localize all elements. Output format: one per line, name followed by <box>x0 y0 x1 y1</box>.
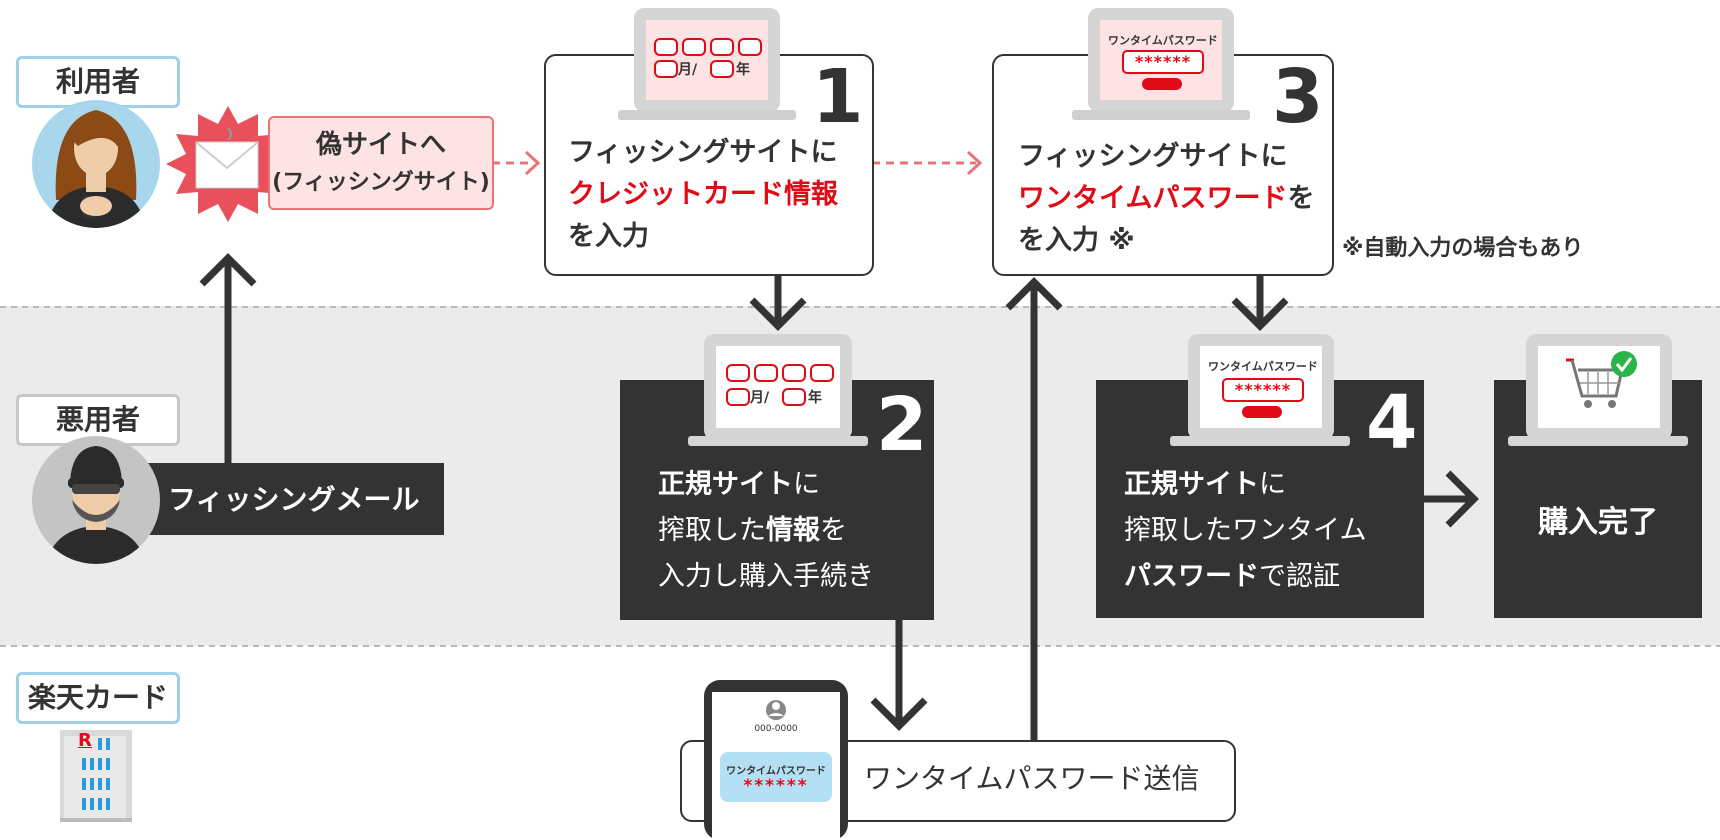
step1-number: 1 <box>812 54 864 140</box>
auto-input-note: ※自動入力の場合もあり <box>1342 236 1584 261</box>
fake-site-line1: 偽サイトへ <box>315 130 446 160</box>
step2-line1: 正規サイトに <box>658 469 820 500</box>
step3-line1: フィッシングサイトに <box>1018 141 1288 172</box>
arrowhead-step2-down <box>870 697 928 731</box>
step4-line2: 搾取したワンタイム <box>1124 515 1367 546</box>
arrowhead-step3-down <box>1231 297 1289 331</box>
arrowhead-fake-to-step1 <box>524 150 541 176</box>
role-label-card: 楽天カード <box>16 672 180 724</box>
phishing-mail-label: フィッシングメール <box>168 483 420 516</box>
step2-line2: 搾取した情報を <box>658 515 847 546</box>
otp-send-label: ワンタイムパスワード送信 <box>864 762 1200 795</box>
arrowhead-otp-up <box>1005 277 1063 311</box>
sms-label: ワンタイムパスワード <box>726 766 826 777</box>
arrowhead-step1-down <box>749 297 807 331</box>
step2-line3: 入力し購入手続き <box>658 561 874 592</box>
step2-number: 2 <box>876 382 928 468</box>
sms-stars: ****** <box>743 776 809 796</box>
step4-line3: パスワードで認証 <box>1124 561 1340 592</box>
step3-number: 3 <box>1272 54 1324 140</box>
step1-laptop-base <box>618 110 796 120</box>
fake-site-box <box>268 116 494 210</box>
rakuten-logo-r: R <box>78 730 92 751</box>
step1-line3: を入力 <box>568 221 649 252</box>
phone-number-text: 000-0000 <box>754 724 798 734</box>
purchase-laptop-base <box>1508 436 1688 446</box>
purchase-complete-label: 購入完了 <box>1538 505 1658 540</box>
step4-number: 4 <box>1366 380 1418 466</box>
sms-bubble <box>720 752 832 802</box>
fake-site-line2: (フィッシングサイト) <box>272 170 490 195</box>
arrowhead-step1-to-step3 <box>966 150 983 176</box>
arrowhead-step4-right <box>1445 470 1479 528</box>
step3-line2: ワンタイムパスワードを <box>1018 183 1315 214</box>
phishing-mail-bar <box>142 463 444 535</box>
step3-line3: を入力 ※ <box>1018 225 1135 256</box>
step1-line1: フィッシングサイトに <box>568 137 838 168</box>
step2-laptop-base <box>688 436 868 446</box>
step4-line1: 正規サイトに <box>1124 469 1286 500</box>
arrowhead-mail-up <box>199 253 257 287</box>
step3-laptop-base <box>1072 110 1250 120</box>
step4-laptop-base <box>1170 436 1350 446</box>
step1-line2: クレジットカード情報 <box>568 179 838 210</box>
